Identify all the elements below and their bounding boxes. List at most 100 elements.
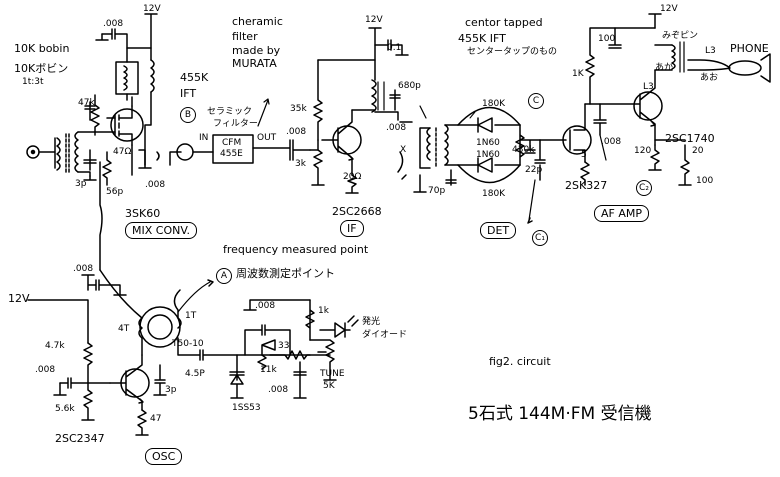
bobbin-label-en: 10K bobin — [14, 42, 70, 55]
osc-c008-a: .008 — [73, 264, 94, 274]
osc-c008-d: .008 — [268, 385, 289, 395]
osc-toroid: T50-10 — [172, 339, 204, 349]
cfm-model: 455E — [220, 149, 243, 159]
af-r100: 100 — [598, 34, 616, 44]
if-part: 2SC2668 — [332, 205, 382, 218]
if-r3k: 3k — [295, 159, 306, 169]
af-r120: 120 — [634, 146, 652, 156]
antenna-input — [26, 137, 56, 169]
mix-stage-label: MIX CONV. — [125, 222, 197, 239]
det-r430k: 430k — [512, 145, 535, 155]
af-fet — [539, 103, 592, 186]
freq-pointer — [177, 279, 214, 313]
osc-v12: 12V — [8, 292, 30, 305]
osc-stage-label: OSC — [145, 448, 183, 465]
af-l3-a: L3 — [705, 46, 716, 56]
filter-en-2: filter — [232, 30, 258, 43]
osc-r47: 47 — [150, 414, 162, 424]
mix-c3p: 3p — [75, 179, 87, 189]
det-x: X — [400, 145, 407, 155]
marker-b: B — [180, 107, 196, 123]
tune-value: 5K — [323, 381, 335, 391]
ift455-top: 455K — [180, 71, 209, 84]
af-bjt — [584, 69, 663, 161]
marker-a: A — [216, 268, 232, 284]
osc-tune — [243, 299, 359, 381]
osc-r56k: 5.6k — [55, 404, 75, 414]
bobbin-transformer — [56, 131, 97, 181]
osc-varicap: 1SS53 — [232, 403, 261, 413]
filter-en-1: cheramic — [232, 15, 283, 28]
osc-r11k: 11k — [260, 365, 277, 375]
led-jp-1: 発光 — [362, 317, 381, 327]
mix-v12: 12V — [143, 4, 161, 14]
det-bridge — [457, 106, 546, 224]
osc-t1: 1T — [185, 311, 197, 321]
af-r5: 5 — [581, 150, 587, 160]
af-stage-label: AF AMP — [594, 205, 649, 222]
osc-c33: 33 — [278, 341, 290, 351]
ift-part: 455K IFT — [458, 32, 506, 45]
marker-c2: C₂ — [636, 180, 652, 196]
mix-c56p: 56p — [106, 187, 124, 197]
ift455-bot: IFT — [180, 87, 197, 100]
det-d1: 1N60 — [476, 138, 500, 148]
cfm-name: CFM — [222, 138, 242, 148]
af-r100b: 100 — [696, 176, 714, 186]
det-r180k-b: 180K — [482, 189, 506, 199]
af-r1k: 1K — [572, 69, 584, 79]
if-stage-label: IF — [340, 220, 364, 237]
mix-part: 3SK60 — [125, 207, 161, 220]
phone-label: PHONE — [730, 42, 769, 55]
osc-c3p: 3p — [165, 385, 177, 395]
af-bias — [585, 13, 692, 186]
osc-r1k: 1k — [318, 306, 329, 316]
phone-jp-2: あか — [655, 63, 674, 73]
bobbin-turns: 1t:3t — [22, 77, 44, 87]
osc-output — [177, 324, 331, 399]
af-c008: .008 — [601, 137, 622, 147]
bobbin-label-jp: 10Kボビン — [14, 62, 69, 75]
mix-c008: .008 — [103, 19, 124, 29]
tune-label: TUNE — [320, 369, 345, 379]
osc-rail — [27, 274, 127, 421]
figure-caption: fig2. circuit — [489, 355, 551, 368]
ift-jp: センタータップのもの — [467, 47, 558, 57]
if-r20: 20Ω — [343, 172, 362, 182]
if-transistor — [321, 109, 362, 176]
osc-c008-b: .008 — [35, 365, 56, 375]
marker-c: C — [528, 93, 544, 109]
osc-t4: 4T — [118, 324, 130, 334]
det-d2: 1N60 — [476, 150, 500, 160]
freq-en: frequency measured point — [223, 243, 369, 256]
af-part-1: 2SK327 — [565, 179, 608, 192]
det-r180k-a: 180K — [482, 99, 506, 109]
cfm-out: OUT — [257, 133, 277, 143]
freq-jp: 周波数測定ポイント — [236, 267, 335, 280]
filter-en-3: made by — [232, 44, 281, 57]
if-tank — [351, 27, 427, 123]
if-input-link — [156, 143, 214, 166]
mix-c008b: .008 — [145, 180, 166, 190]
osc-part: 2SC2347 — [55, 432, 105, 445]
mix-fet — [94, 96, 144, 176]
af-l3-b: L3 — [643, 82, 654, 92]
af-r20: 20 — [692, 146, 704, 156]
osc-c008-c: .008 — [255, 301, 276, 311]
led-jp-2: ダイオード — [362, 330, 408, 340]
af-part-2: 2SC1740 — [665, 132, 715, 145]
osc-r47k: 4.7k — [45, 341, 65, 351]
det-c70p: 70p — [428, 186, 446, 196]
mix-r47: 47Ω — [113, 147, 132, 157]
diagram-title: 5石式 144M·FM 受信機 — [468, 404, 652, 424]
osc-transistor — [109, 354, 167, 436]
if-v12: 12V — [365, 15, 383, 25]
phone-jp-1: みぞピン — [662, 31, 699, 41]
if-c680p: 680p — [398, 81, 421, 91]
det-ift — [397, 124, 459, 193]
af-v12: 12V — [660, 4, 678, 14]
mix-resistors — [90, 94, 152, 271]
osc-c45p: 4.5P — [185, 369, 205, 379]
filter-jp-1: セラミック — [207, 107, 253, 117]
